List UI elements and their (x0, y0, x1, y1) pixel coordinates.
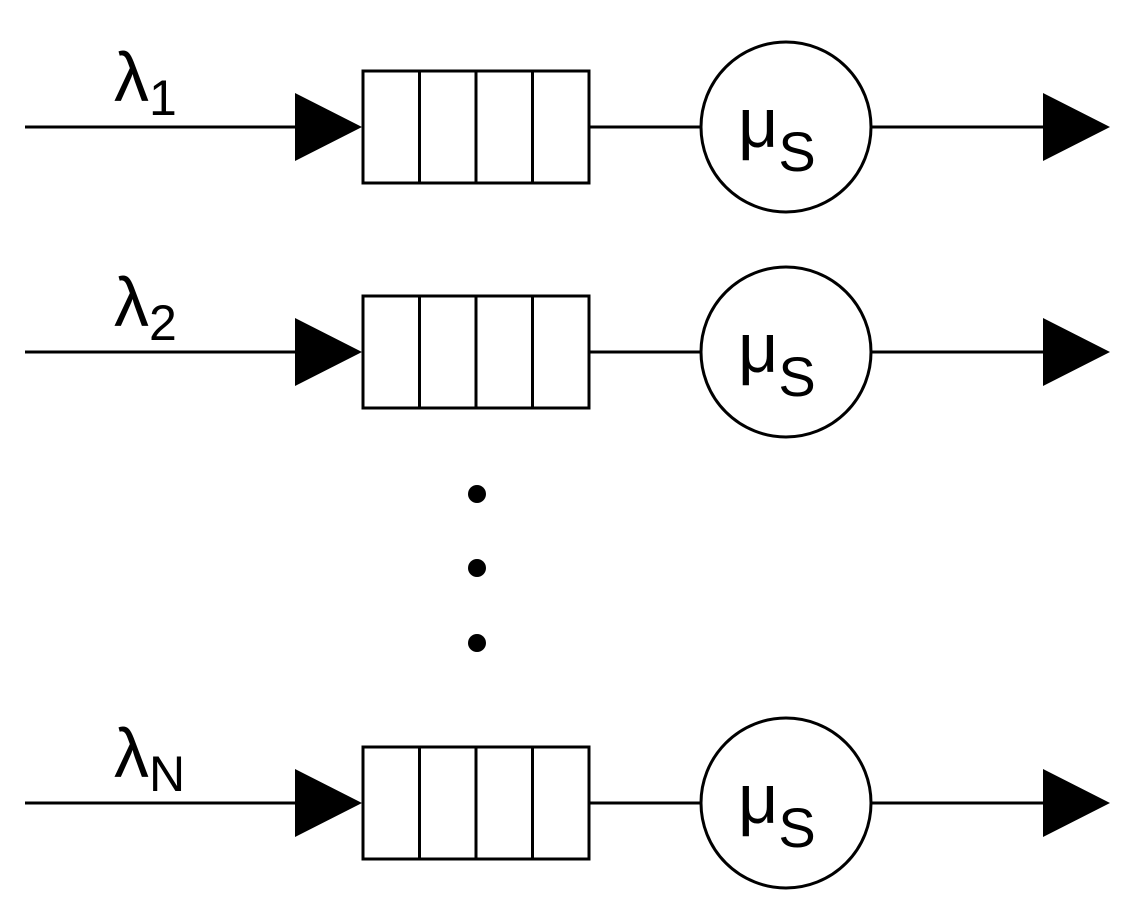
ellipsis-dot-1 (468, 485, 486, 503)
arrival-rate-symbol-1: λ (114, 38, 149, 116)
service-rate-symbol-3: μ (738, 760, 778, 838)
arrival-rate-subscript-3: N (149, 746, 185, 802)
departure-arrowhead-3 (1043, 769, 1110, 837)
departure-arrowhead-2 (1043, 318, 1110, 386)
service-rate-subscript-3: S (778, 796, 815, 859)
departure-arrowhead-1 (1043, 93, 1110, 161)
service-rate-label-3: μS (738, 760, 816, 859)
service-rate-label-2: μS (738, 309, 816, 408)
service-rate-subscript-1: S (778, 120, 815, 183)
arrival-rate-symbol-3: λ (114, 714, 149, 792)
arrival-arrowhead-1 (295, 93, 362, 161)
service-rate-subscript-2: S (778, 345, 815, 408)
arrival-rate-symbol-2: λ (114, 263, 149, 341)
arrival-rate-subscript-1: 1 (149, 70, 177, 126)
service-rate-label-1: μS (738, 84, 816, 183)
arrival-rate-label-2: λ2 (114, 263, 177, 351)
arrival-arrowhead-2 (295, 318, 362, 386)
arrival-rate-label-3: λN (114, 714, 185, 802)
ellipsis-dot-3 (468, 634, 486, 652)
arrival-arrowhead-3 (295, 769, 362, 837)
ellipsis-dot-2 (468, 559, 486, 577)
service-rate-symbol-1: μ (738, 84, 778, 162)
arrival-rate-subscript-2: 2 (149, 295, 177, 351)
arrival-rate-label-1: λ1 (114, 38, 177, 126)
service-rate-symbol-2: μ (738, 309, 778, 387)
